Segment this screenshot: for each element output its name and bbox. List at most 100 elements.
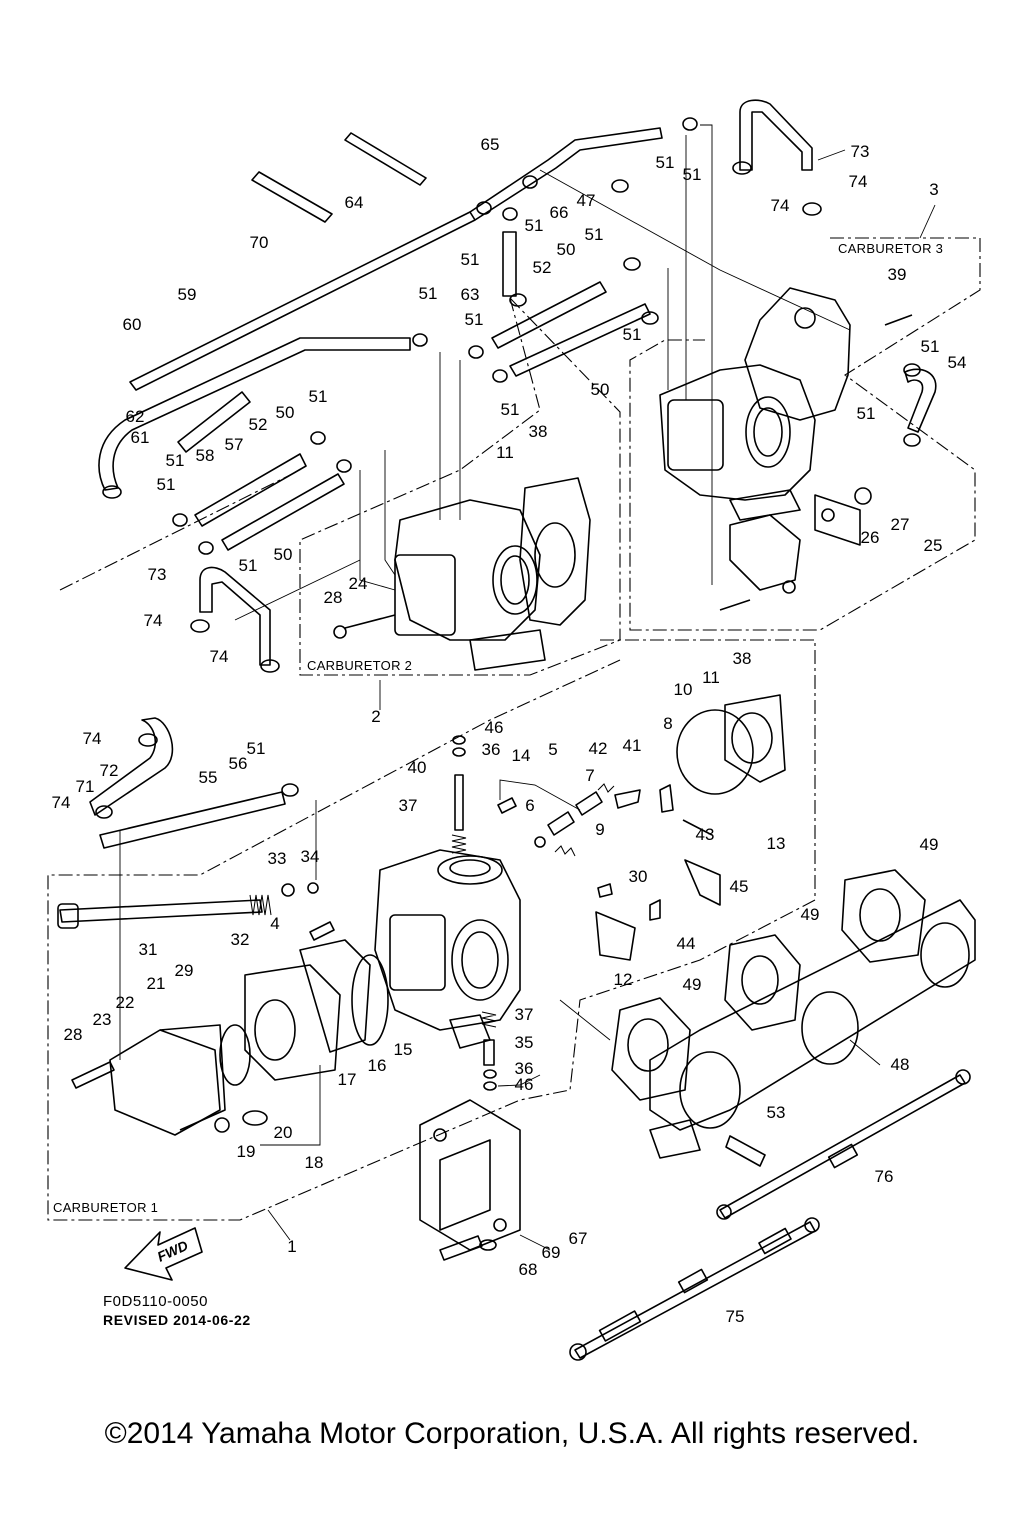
- part-callout: 51: [857, 404, 876, 423]
- carburetor-3-body: [659, 287, 913, 611]
- part-callout: 41: [623, 736, 642, 755]
- part-callout: 8: [663, 714, 672, 733]
- part-callout: 65: [481, 135, 500, 154]
- part-callout: 51: [465, 310, 484, 329]
- part-callout: 51: [501, 400, 520, 419]
- part-callout: 12: [614, 970, 633, 989]
- part-callout: 31: [139, 940, 158, 959]
- part-callout: 50: [276, 403, 295, 422]
- intake-manifold: [611, 869, 976, 1167]
- part-callout: 76: [875, 1167, 894, 1186]
- part-callout: 14: [512, 746, 531, 765]
- part-callout: 51: [461, 250, 480, 269]
- part-callout: 4: [270, 914, 279, 933]
- carburetor-1-body: [57, 694, 786, 1136]
- part-callout: 35: [515, 1033, 534, 1052]
- part-callout: 74: [144, 611, 163, 630]
- part-callout: 49: [683, 975, 702, 994]
- assembly-boundaries: [47, 237, 981, 1221]
- part-callout: 74: [771, 196, 790, 215]
- part-callout: 40: [408, 758, 427, 777]
- part-callout: 51: [247, 739, 266, 758]
- part-callout: 51: [656, 153, 675, 172]
- part-callout: 54: [948, 353, 967, 372]
- part-callout: 51: [623, 325, 642, 344]
- part-callout: 51: [157, 475, 176, 494]
- part-callout: 43: [696, 825, 715, 844]
- part-callout: 45: [730, 877, 749, 896]
- part-callout: 21: [147, 974, 166, 993]
- part-callout: 3: [929, 180, 938, 199]
- part-callout: 11: [496, 443, 514, 462]
- part-callout: 58: [196, 446, 215, 465]
- part-callout: 28: [324, 588, 343, 607]
- part-callout: 73: [148, 565, 167, 584]
- part-callout: 6: [525, 796, 534, 815]
- part-callout: 66: [550, 203, 569, 222]
- part-callout: 22: [116, 993, 135, 1012]
- part-callout: 68: [519, 1260, 538, 1279]
- part-callout: 53: [767, 1103, 786, 1122]
- part-callout: 38: [733, 649, 752, 668]
- part-callout: 16: [368, 1056, 387, 1075]
- part-callout: 60: [123, 315, 142, 334]
- part-callout: 51: [525, 216, 544, 235]
- part-callout: 64: [345, 193, 364, 212]
- fwd-label: FWD: [155, 1237, 191, 1265]
- carburetor-1-label: CARBURETOR 1: [53, 1200, 158, 1215]
- part-callout: 20: [274, 1123, 293, 1142]
- part-callout: 10: [674, 680, 693, 699]
- part-callout: 51: [683, 165, 702, 184]
- mounting-bracket: [419, 1099, 521, 1261]
- part-callout: 5: [548, 740, 557, 759]
- part-callout: 37: [399, 796, 418, 815]
- part-callout: 56: [229, 754, 248, 773]
- part-callout: 75: [726, 1307, 745, 1326]
- part-callout: 29: [175, 961, 194, 980]
- part-callout: 67: [569, 1229, 588, 1248]
- part-callout: 72: [100, 761, 119, 780]
- part-callout: 11: [702, 668, 720, 687]
- part-callout: 26: [861, 528, 880, 547]
- part-callout: 62: [126, 407, 145, 426]
- fuel-hose-routing: [89, 99, 937, 849]
- part-callout: 36: [515, 1059, 534, 1078]
- part-callout: 51: [419, 284, 438, 303]
- part-callout: 37: [515, 1005, 534, 1024]
- carburetor-2-body: [333, 477, 591, 671]
- part-callout: 71: [76, 777, 95, 796]
- part-callout: 46: [515, 1075, 534, 1094]
- part-callout: 38: [529, 422, 548, 441]
- part-callout: 70: [250, 233, 269, 252]
- part-callout: 32: [231, 930, 250, 949]
- part-callout: 36: [482, 740, 501, 759]
- part-callout: 73: [851, 142, 870, 161]
- part-callout: 55: [199, 768, 218, 787]
- part-callout: 19: [237, 1142, 256, 1161]
- part-callout: 57: [225, 435, 244, 454]
- part-callout: 51: [239, 556, 258, 575]
- part-callout: 46: [485, 718, 504, 737]
- part-callout: 49: [920, 835, 939, 854]
- part-callout: 18: [305, 1153, 324, 1172]
- fwd-arrow-icon: FWD: [124, 1227, 203, 1281]
- part-callout: 15: [394, 1040, 413, 1059]
- part-callout: 59: [178, 285, 197, 304]
- part-callout: 30: [629, 867, 648, 886]
- copyright-notice: ©2014 Yamaha Motor Corporation, U.S.A. A…: [104, 1417, 920, 1450]
- carburetor-3-label: CARBURETOR 3: [838, 241, 943, 256]
- part-callout: 34: [301, 847, 320, 866]
- part-callout: 61: [131, 428, 150, 447]
- part-callout: 51: [166, 451, 185, 470]
- part-callout: 49: [801, 905, 820, 924]
- part-callout: 74: [83, 729, 102, 748]
- part-callout: 7: [585, 766, 594, 785]
- part-callout: 52: [249, 415, 268, 434]
- part-callout: 51: [309, 387, 328, 406]
- linkage-rods: [569, 1069, 971, 1361]
- part-callout: 28: [64, 1025, 83, 1044]
- part-callout: 52: [533, 258, 552, 277]
- part-callout: 2: [371, 707, 380, 726]
